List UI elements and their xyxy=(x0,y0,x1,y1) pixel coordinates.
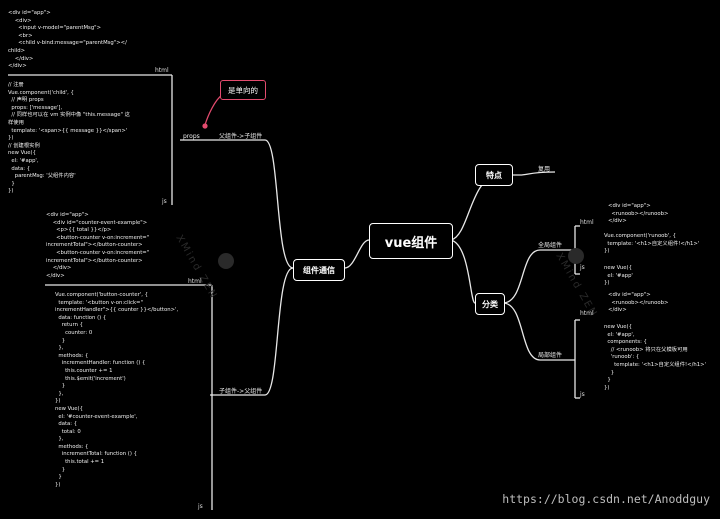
topic-communication[interactable]: 组件通信 xyxy=(293,259,345,281)
plus-icon xyxy=(218,253,234,269)
subtopic-local[interactable]: 局部组件 xyxy=(538,352,563,359)
url-watermark: https://blog.csdn.net/Anoddguy xyxy=(502,492,710,506)
code-local-html: <div id="app"> <runoob></runoob> </div> xyxy=(608,292,669,314)
code-global-js-register: Vue.component('runoob', { template: '<h1… xyxy=(604,233,700,255)
topic-category[interactable]: 分类 xyxy=(475,293,505,315)
tag-html: html xyxy=(580,219,594,226)
code-child-parent-html: <div id="app"> <div id="counter-event-ex… xyxy=(46,212,150,279)
tag-js: js xyxy=(580,264,585,271)
plus-icon xyxy=(568,248,584,264)
code-child-parent-js: Vue.component('button-counter', { templa… xyxy=(55,292,179,488)
topic-feature[interactable]: 特点 xyxy=(475,164,513,186)
note-one-way[interactable]: 是单向的 xyxy=(220,80,266,100)
code-global-html: <div id="app"> <runoob></runoob> </div> xyxy=(608,203,669,225)
subtopic-props[interactable]: props xyxy=(183,133,200,140)
subtopic-reuse[interactable]: 复用 xyxy=(538,166,551,173)
tag-js: js xyxy=(198,503,203,510)
subtopic-parent-child[interactable]: 父组件->子组件 xyxy=(219,133,263,140)
tag-js: js xyxy=(580,391,585,398)
subtopic-child-parent[interactable]: 子组件->父组件 xyxy=(219,388,263,395)
tag-html: html xyxy=(188,278,202,285)
code-local-js: new Vue({ el: '#app', components: { // <… xyxy=(604,324,706,391)
tag-html: html xyxy=(580,310,594,317)
tag-html: html xyxy=(155,67,169,74)
code-parent-child-js: // 注册 Vue.component('child', { // 声明 pro… xyxy=(8,82,130,195)
code-global-js-instance: new Vue({ el: '#app' }) xyxy=(604,265,633,287)
central-topic[interactable]: vue组件 xyxy=(369,223,453,259)
code-parent-child-html: <div id="app"> <div> <input v-model="par… xyxy=(8,10,127,70)
subtopic-global[interactable]: 全局组件 xyxy=(538,242,563,249)
tag-js: js xyxy=(162,198,167,205)
